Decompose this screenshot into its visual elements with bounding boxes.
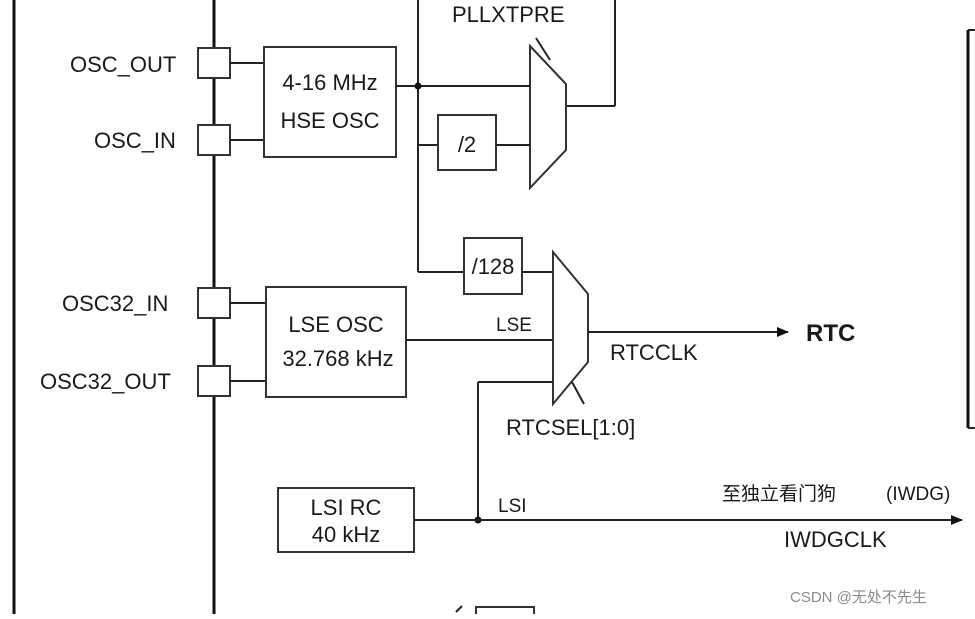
lsi-signal-label: LSI [498, 496, 527, 517]
lse-signal-label: LSE [496, 315, 532, 336]
osc-out-label: OSC_OUT [70, 52, 176, 77]
rtc-label: RTC [806, 320, 855, 347]
osc32-in-pin [197, 287, 231, 319]
lsi-name-text: LSI RC [311, 495, 382, 520]
rtcclk-label: RTCCLK [610, 340, 698, 365]
osc32-out-pin [197, 365, 231, 397]
iwdgclk-label: IWDGCLK [784, 527, 887, 552]
osc32-in-label: OSC32_IN [62, 291, 168, 316]
hse-junction-dot [414, 82, 422, 90]
lsi-rc-block [277, 487, 415, 553]
osc-out-pin [197, 47, 231, 79]
rtcsel-mux [552, 249, 589, 407]
bottom-partial-block [475, 606, 535, 619]
hse-name-text: HSE OSC [280, 108, 379, 133]
pllxtpre-label: PLLXTPRE [452, 2, 565, 27]
iwdg-paren-label: (IWDG) [886, 484, 950, 505]
pllxtpre-select-line [535, 37, 551, 61]
hse-freq-text: 4-16 MHz [282, 70, 377, 95]
bottom-partial-tick [455, 605, 463, 613]
hse-osc-block [263, 46, 397, 158]
div128-label: /128 [472, 254, 515, 279]
osc-in-label: OSC_IN [94, 128, 176, 153]
osc-in-pin [197, 124, 231, 156]
div2-block [437, 114, 497, 171]
pllxtpre-mux [529, 43, 567, 191]
lse-name-text: LSE OSC [288, 312, 383, 337]
osc32-out-label: OSC32_OUT [40, 369, 171, 394]
csdn-watermark: CSDN @无处不先生 [790, 589, 927, 606]
rtcsel-select-line [571, 381, 585, 405]
div128-block [463, 237, 523, 295]
div2-label: /2 [458, 132, 476, 157]
rtcsel-label: RTCSEL[1:0] [506, 415, 635, 440]
iwdg-cn-label: 至独立看门狗 [722, 483, 836, 505]
lse-freq-text: 32.768 kHz [282, 346, 393, 371]
lse-osc-block [265, 286, 407, 398]
lsi-freq-text: 40 kHz [312, 522, 380, 547]
